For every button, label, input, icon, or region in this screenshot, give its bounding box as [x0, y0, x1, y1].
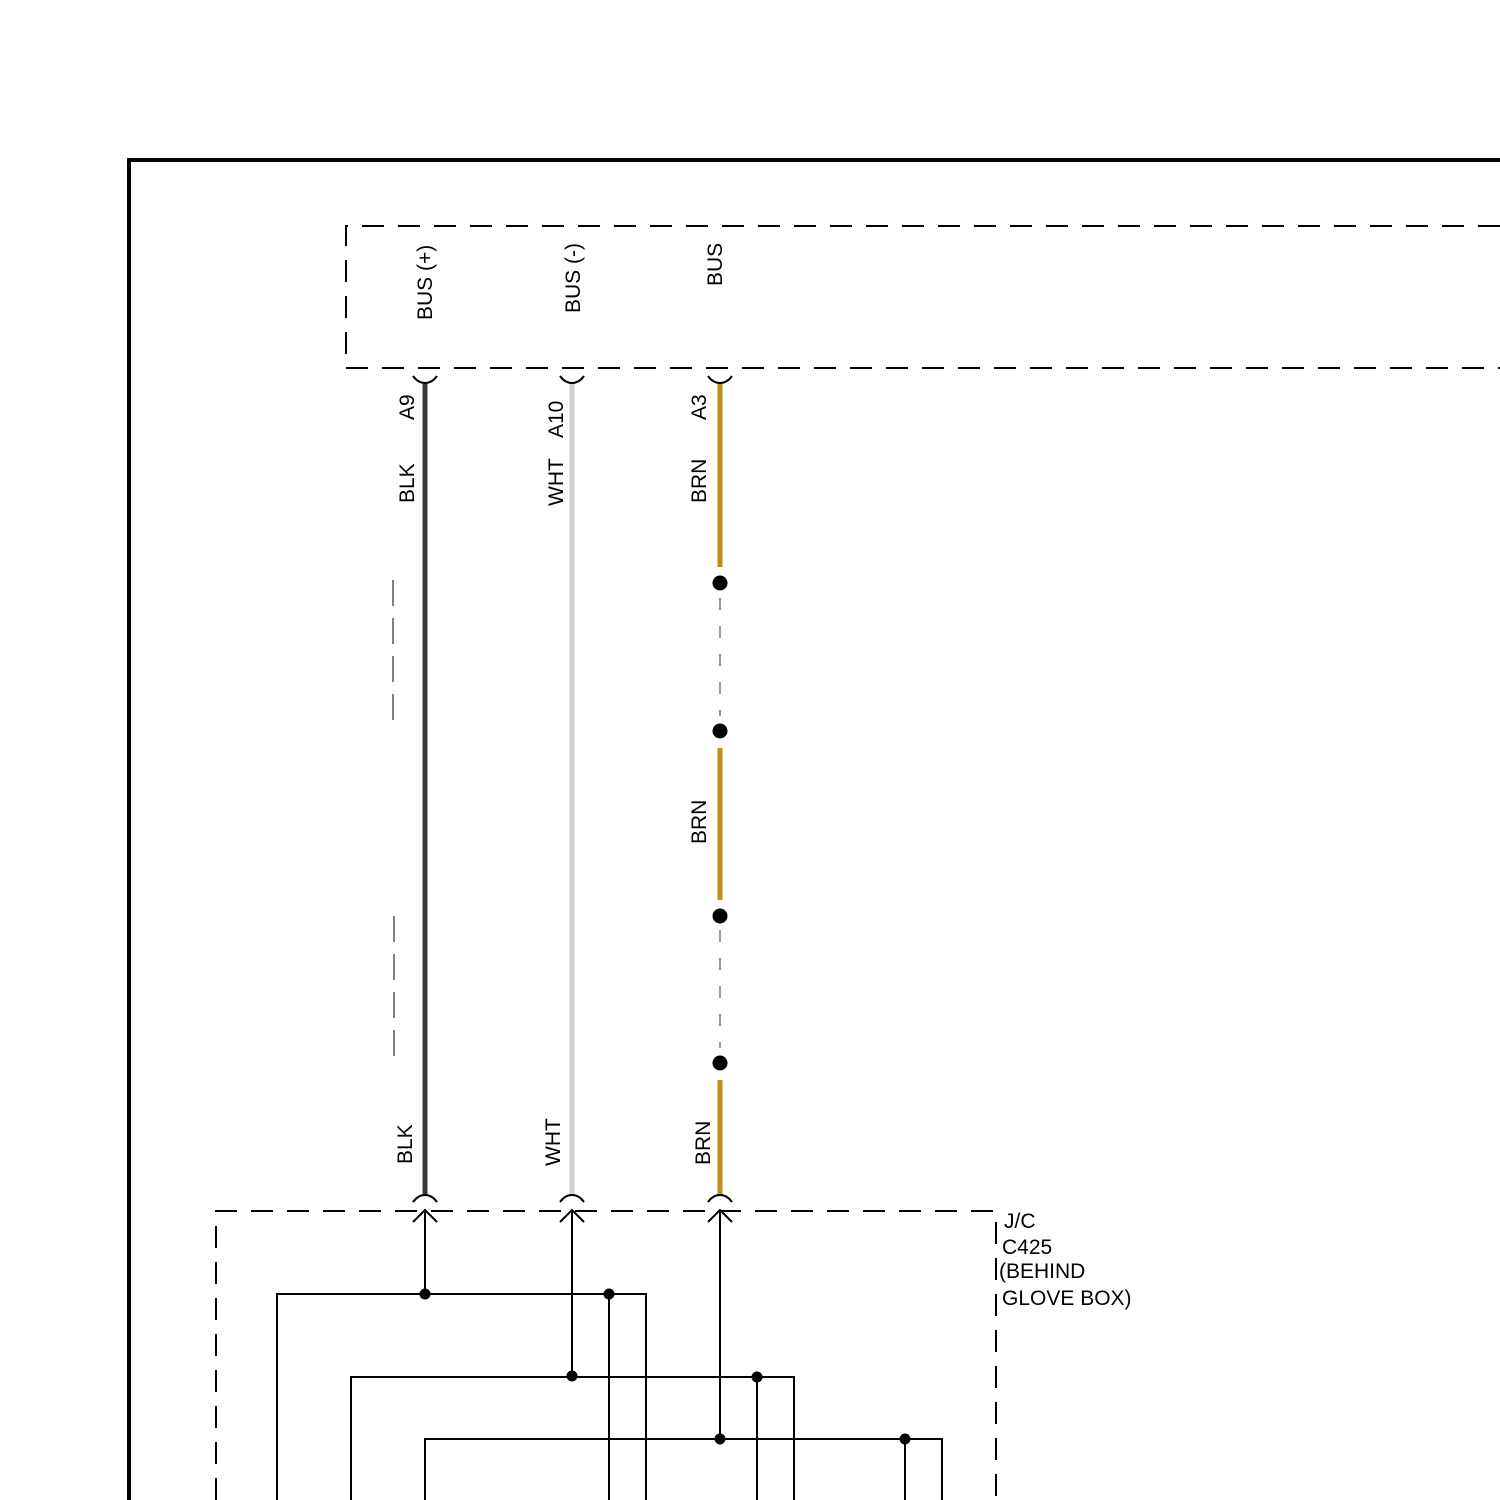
- wire-label-brn-bottom: BRN: [692, 1121, 715, 1165]
- junction-dot-5: [715, 1434, 726, 1445]
- connector-top-a9: [413, 376, 437, 383]
- connector-top-a3: [708, 376, 732, 383]
- connector-top-a10: [560, 376, 584, 383]
- wire-label-blk-bottom: BLK: [394, 1124, 417, 1164]
- junction-dot-2: [604, 1289, 615, 1300]
- pin-name-bus: BUS: [704, 243, 727, 286]
- wire-label-wht-bottom: WHT: [542, 1118, 565, 1166]
- junction-label-glove-box: GLOVE BOX): [1002, 1287, 1132, 1310]
- brn-splice-dot-3: [713, 909, 728, 924]
- wire-label-brn-middle: BRN: [688, 800, 711, 844]
- junction-label-behind: (BEHIND: [999, 1260, 1085, 1283]
- terminal-a10: A10: [545, 401, 568, 438]
- diagram-frame: [129, 160, 1500, 1500]
- pin-name-bus-minus: BUS (-): [562, 243, 585, 313]
- module-box: [346, 226, 1500, 368]
- brn-splice-dot-1: [713, 576, 728, 591]
- terminal-a9: A9: [396, 394, 419, 420]
- pin-name-bus-plus: BUS (+): [414, 245, 437, 320]
- junction-dot-1: [420, 1289, 431, 1300]
- wire-label-wht-top: WHT: [545, 458, 568, 506]
- junction-box: [216, 1211, 996, 1500]
- wire-label-brn-top: BRN: [688, 459, 711, 503]
- junction-dot-3: [567, 1371, 578, 1382]
- junction-dot-6: [900, 1434, 911, 1445]
- brn-splice-dot-2: [713, 724, 728, 739]
- brn-splice-dot-4: [713, 1056, 728, 1071]
- junction-dot-4: [752, 1372, 763, 1383]
- junction-label-jc: J/C: [1004, 1210, 1036, 1233]
- wire-label-blk-top: BLK: [396, 463, 419, 503]
- terminal-a3: A3: [688, 394, 711, 420]
- junction-internal-wiring: [277, 1212, 942, 1500]
- junction-label-c425: C425: [1002, 1236, 1052, 1259]
